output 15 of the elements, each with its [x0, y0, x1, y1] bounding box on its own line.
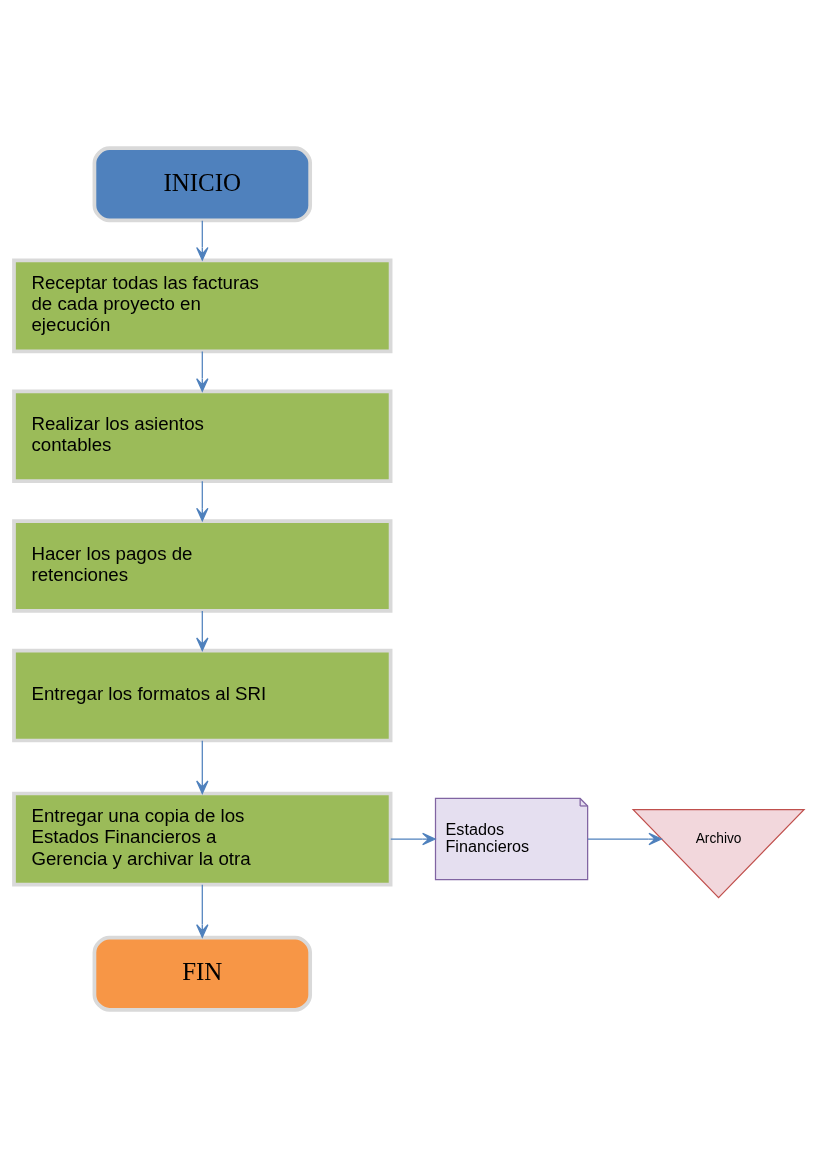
arrow [195, 219, 209, 261]
node-box: Realizar los asientos contables [11, 388, 392, 483]
node-box: FIN [92, 935, 312, 1012]
arrow [195, 739, 209, 794]
arrow [195, 883, 209, 938]
arrow [195, 350, 209, 392]
arrow [195, 480, 209, 521]
arrow [586, 832, 662, 845]
node-box: Entregar una copia de los Estados Financieros a Gerencia y archivar la otra [11, 791, 392, 886]
arrow [195, 609, 209, 651]
node-box: Hacer los pagos de retenciones [11, 518, 392, 613]
node-box: INICIO [92, 145, 312, 222]
node-box: Receptar todas las facturas de cada proyecto en ejecución [11, 258, 392, 353]
node-box: Entregar los formatos al SRI [11, 648, 392, 742]
arrow [389, 832, 436, 845]
